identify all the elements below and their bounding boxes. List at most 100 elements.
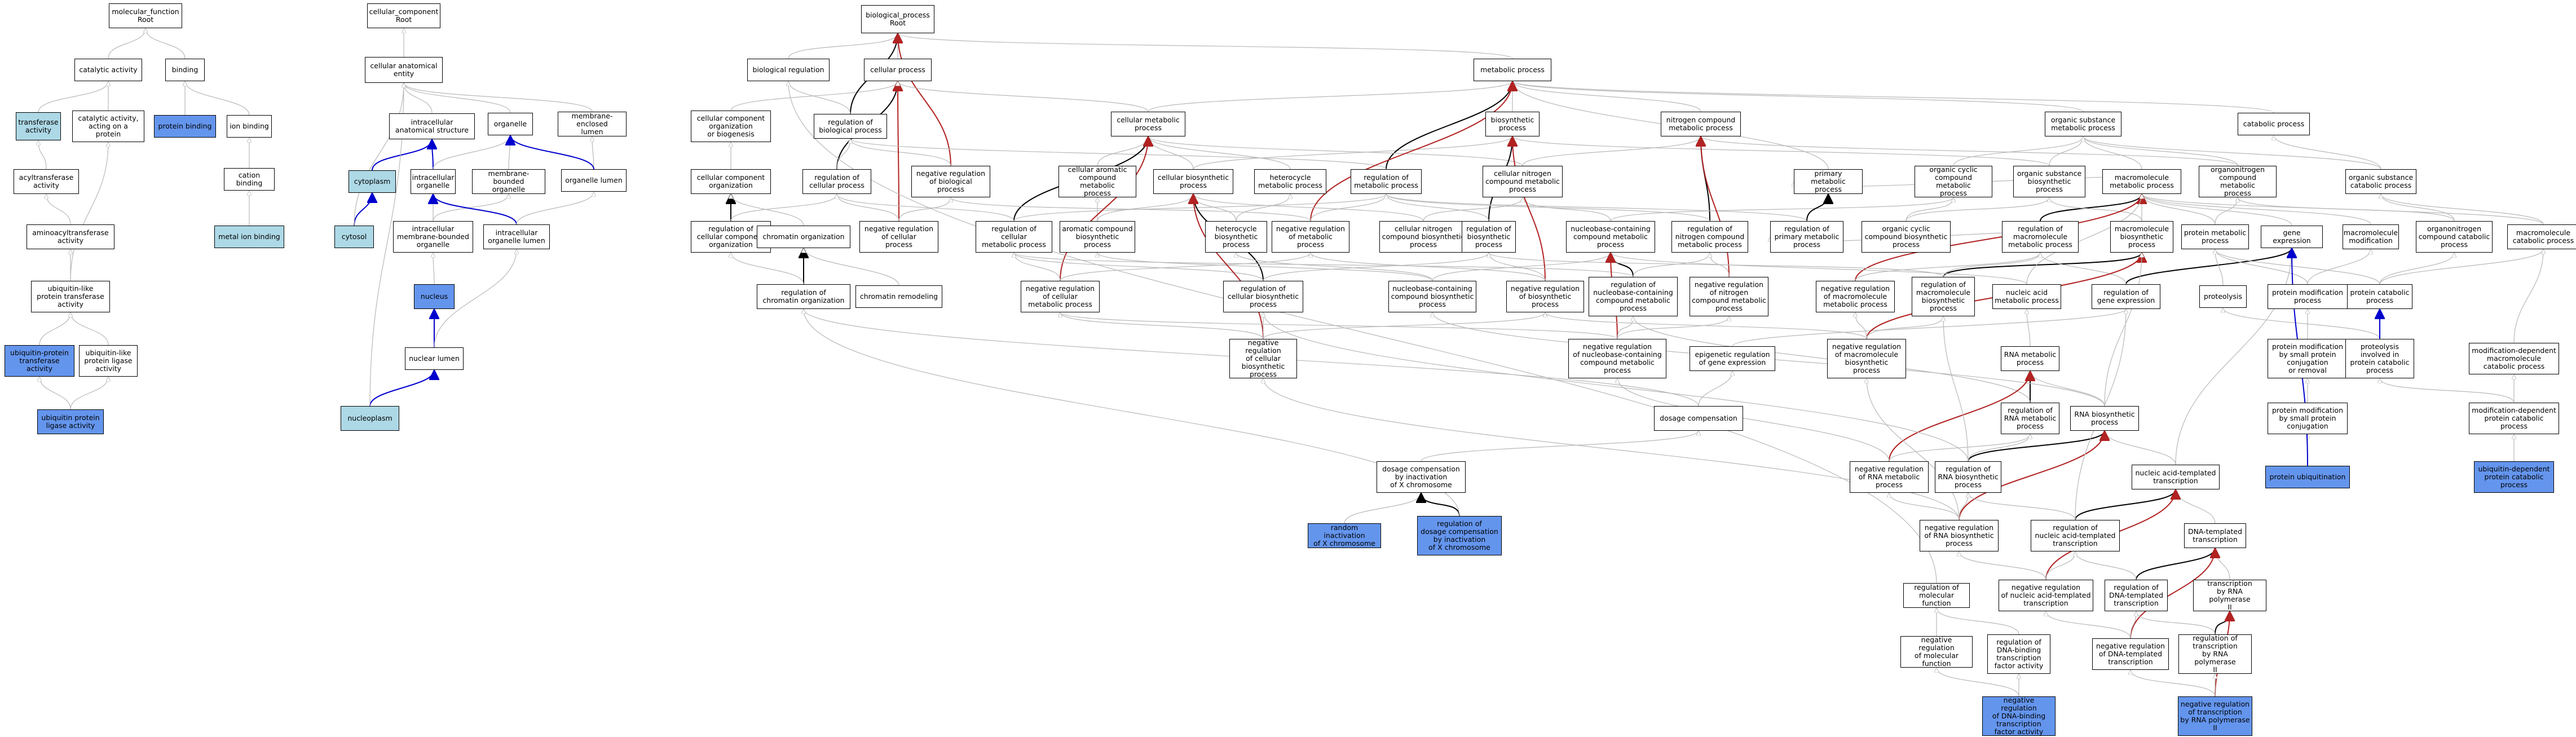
go-term-ccob[interactable]: cellular component organization or bioge… [691,111,771,142]
go-term-rmbp[interactable]: regulation of macromolecule biosynthetic… [1912,277,1975,316]
go-term-meo[interactable]: membrane-enclosed lumen [558,112,627,136]
go-term-rcmp[interactable]: regulation of cellular metabolic process [976,221,1052,253]
go-term-ncmp[interactable]: nitrogen compound metabolic process [1661,112,1741,136]
go-term-mbo[interactable]: membrane-bounded organelle [472,169,545,194]
go-term-pmspc[interactable]: protein modification by small protein co… [2268,339,2348,378]
go-term-biop[interactable]: biosynthetic process [1485,112,1540,136]
go-term-osbp[interactable]: organic substance biosynthetic process [2013,166,2085,197]
go-term-nrnatrans[interactable]: negative regulation of nucleic acid-temp… [1999,580,2093,611]
go-term-acyl[interactable]: acyltransferase activity [14,169,79,194]
go-term-protb[interactable]: protein binding [154,115,216,138]
go-term-cncmp[interactable]: cellular nitrogen compound metabolic pro… [1483,166,1563,197]
go-term-nuc[interactable]: nucleus [414,284,455,309]
go-term-nrrnabp[interactable]: negative regulation of RNA biosynthetic … [1920,520,1999,551]
go-term-metp[interactable]: metabolic process [1474,59,1551,81]
go-term-nrmmp[interactable]: negative regulation of macromolecule met… [1816,281,1895,312]
go-term-rtrnap[interactable]: regulation of transcription by RNA polym… [2178,634,2252,674]
go-term-dnatrans[interactable]: DNA-templated transcription [2184,523,2246,548]
go-term-rdcinact[interactable]: regulation of dosage compensation by ina… [1417,516,1502,555]
go-term-nplasm[interactable]: nucleoplasm [341,406,399,431]
go-term-randinact[interactable]: random inactivation of X chromosome [1308,523,1381,548]
go-term-nrmf[interactable]: negative regulation of molecular functio… [1900,636,1973,668]
go-term-natrans[interactable]: nucleic acid-templated transcription [2132,465,2220,489]
go-term-protmod[interactable]: protein modification process [2268,284,2348,309]
go-term-nlum[interactable]: nuclear lumen [405,347,464,370]
go-term-mbp[interactable]: macromolecule biosynthetic process [2110,221,2173,253]
go-term-nrtrnap[interactable]: negative regulation of transcription by … [2178,696,2252,736]
go-term-cata[interactable]: catalytic activity [74,59,142,81]
go-term-protmp[interactable]: protein metabolic process [2181,224,2249,249]
go-term-rmf[interactable]: regulation of molecular function [1903,583,1970,608]
go-term-mcp[interactable]: macromolecule catabolic process [2507,224,2576,249]
go-term-nrcp[interactable]: negative regulation of cellular process [859,221,938,253]
go-term-catprot[interactable]: catalytic activity, acting on a protein [72,111,144,142]
go-term-occmp[interactable]: organic cyclic compound metabolic proces… [1915,166,1992,197]
go-term-oncmp[interactable]: organonitrogen compound metabolic proces… [2199,166,2277,197]
go-term-bind[interactable]: binding [165,59,205,81]
go-term-rnccmp[interactable]: regulation of nucleobase-containing comp… [1589,277,1678,316]
go-term-rncmp[interactable]: regulation of nitrogen compound metaboli… [1671,221,1748,253]
go-term-cmp[interactable]: cellular metabolic process [1111,112,1185,136]
go-term-ncmp2[interactable]: nucleobase-containing compound metabolic… [1566,221,1655,253]
go-term-rbiop[interactable]: regulation of biosynthetic process [1462,221,1516,253]
go-term-cc[interactable]: cellular_component Root [367,3,440,28]
go-term-rrnabp[interactable]: regulation of RNA biosynthetic process [1935,461,2001,493]
go-term-rdbtfa[interactable]: regulation of DNA-binding transcription … [1987,634,2050,674]
go-term-hmp[interactable]: heterocycle metabolic process [1254,169,1326,194]
go-term-rrnamp[interactable]: regulation of RNA metabolic process [2001,403,2059,434]
go-term-nrbp[interactable]: negative regulation of biological proces… [911,166,990,197]
go-term-protubiq[interactable]: protein ubiquitination [2265,466,2350,488]
go-term-nrnccmp[interactable]: negative regulation of nucleobase-contai… [1568,339,1666,378]
go-term-nrdnatrans[interactable]: negative regulation of DNA-templated tra… [2092,638,2169,670]
go-term-mdmcp[interactable]: modification-dependent macromolecule cat… [2469,343,2559,374]
go-term-cytosol[interactable]: cytosol [334,226,374,248]
go-term-ubprotlig[interactable]: ubiquitin protein ligase activity [37,409,104,434]
go-term-rmp[interactable]: regulation of metabolic process [1351,169,1422,194]
go-term-rnamp[interactable]: RNA metabolic process [2001,346,2059,371]
go-term-epireg[interactable]: epigenetic regulation of gene expression [1690,346,1775,371]
go-term-iorg[interactable]: intracellular organelle [411,169,456,194]
go-term-namp[interactable]: nucleic acid metabolic process [1992,284,2061,309]
go-term-nrcbp[interactable]: negative regulation of cellular biosynth… [1229,339,1297,378]
go-term-pinvcp[interactable]: proteolysis involved in protein cataboli… [2345,339,2414,378]
go-term-rgexp[interactable]: regulation of gene expression [2092,284,2160,309]
go-term-hbp[interactable]: heterocycle biosynthetic process [1205,221,1267,253]
go-term-proteol[interactable]: proteolysis [2199,285,2247,308]
go-term-transrnap[interactable]: transcription by RNA polymerase II [2193,580,2266,611]
go-term-cae[interactable]: cellular anatomical entity [365,57,443,83]
go-term-dcinact[interactable]: dosage compensation by inactivation of X… [1377,461,1466,493]
go-term-ubligase[interactable]: ubiquitin-like protein ligase activity [79,345,138,377]
go-term-iol[interactable]: intracellular organelle lumen [483,224,550,249]
go-term-cellp[interactable]: cellular process [864,59,932,81]
go-term-gexp[interactable]: gene expression [2261,226,2323,248]
go-term-nrcmp[interactable]: negative regulation of cellular metaboli… [1021,281,1100,312]
go-term-ncbp[interactable]: nucleobase-containing compound biosynthe… [1388,281,1476,312]
go-term-catab[interactable]: catabolic process [2238,113,2310,135]
go-term-metal[interactable]: metal ion binding [214,226,284,248]
go-term-chrorg[interactable]: chromatin organization [757,226,850,248]
go-term-mmod[interactable]: macromolecule modification [2343,224,2399,249]
go-term-pmp[interactable]: primary metabolic process [1794,169,1863,194]
go-term-nrdbtfa[interactable]: negative regulation of DNA-binding trans… [1982,696,2055,736]
go-term-rcp[interactable]: regulation of cellular process [802,169,871,194]
go-term-cacm[interactable]: cellular aromatic compound metabolic pro… [1058,166,1136,197]
go-term-ubtrans[interactable]: ubiquitin-protein transferase activity [5,345,74,377]
go-term-nrmbp[interactable]: negative regulation of macromolecule bio… [1827,339,1906,378]
go-term-chrrem[interactable]: chromatin remodeling [855,285,942,308]
go-term-mdpcp[interactable]: modification-dependent protein catabolic… [2469,403,2559,434]
go-term-pcp[interactable]: protein catabolic process [2347,284,2412,309]
go-term-nrmp[interactable]: negative regulation of metabolic process [1272,221,1349,253]
go-term-cco[interactable]: cellular component organization [691,169,771,194]
go-term-udpcp[interactable]: ubiquitin-dependent protein catabolic pr… [2474,461,2554,493]
go-term-imbo[interactable]: intracellular membrane-bounded organelle [393,221,473,253]
go-term-cncbp[interactable]: cellular nitrogen compound biosynthetic … [1379,221,1467,253]
go-term-occbp[interactable]: organic cyclic compound biosynthetic pro… [1862,221,1951,253]
go-term-trans[interactable]: transferase activity [16,112,61,140]
go-term-onccp[interactable]: organonitrogen compound catabolic proces… [2416,221,2493,253]
go-term-acbp[interactable]: aromatic compound biosynthetic process [1060,221,1135,253]
go-term-rnatrans[interactable]: regulation of nucleic acid-templated tra… [2031,520,2120,551]
go-term-ias[interactable]: intracellular anatomical structure [389,113,475,139]
go-term-rbp[interactable]: regulation of biological process [814,114,887,139]
go-term-pmspconj[interactable]: protein modification by small protein co… [2268,403,2348,434]
go-term-aminoacyl[interactable]: aminoacyltransferase activity [27,224,114,249]
